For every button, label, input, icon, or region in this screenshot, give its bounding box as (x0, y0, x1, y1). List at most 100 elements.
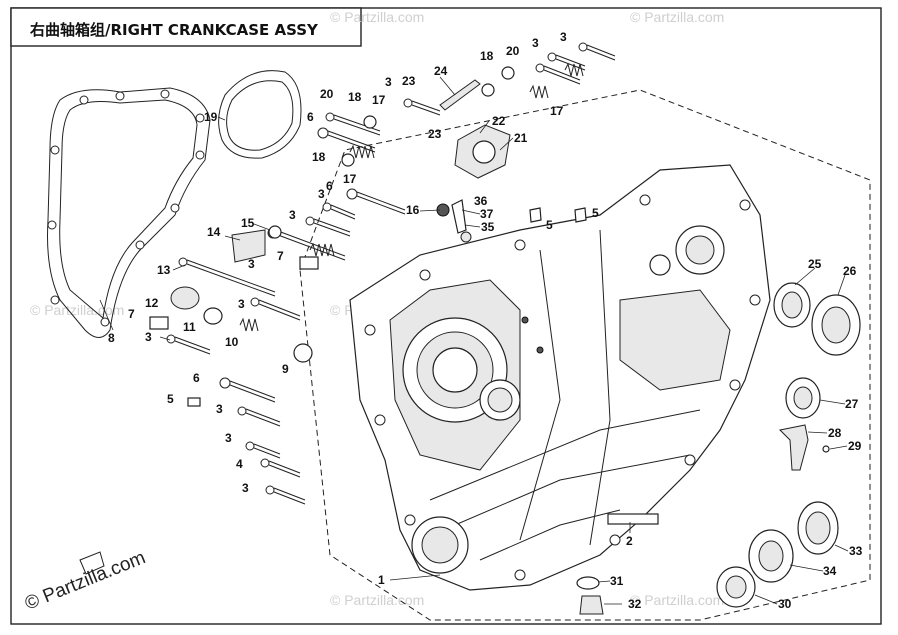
callout-label: 5 (592, 206, 599, 220)
label-plate-2 (607, 513, 659, 525)
bolt (305, 216, 351, 237)
washer-18c (481, 83, 495, 97)
bolt (237, 406, 281, 427)
callout-label: 30 (778, 597, 792, 611)
callout-label: 5 (167, 392, 174, 406)
watermark-text: © Partzilla.com (630, 9, 724, 25)
callout-label: 18 (312, 150, 326, 164)
callout-label: 26 (843, 264, 857, 278)
bolt (535, 63, 581, 85)
guide-28 (778, 424, 809, 471)
callout-label: 35 (481, 220, 495, 234)
pin-5c (574, 207, 587, 223)
callout-label: 37 (480, 207, 494, 221)
bolt (250, 297, 301, 321)
seal-25-inner (781, 291, 803, 319)
cover-gasket-8-inner (59, 99, 198, 319)
callout-label: 21 (514, 131, 528, 145)
dowel-7b (299, 256, 319, 270)
bolt (547, 52, 586, 71)
bolt (178, 257, 276, 297)
callout-label: 3 (560, 30, 567, 44)
callout-label: 3 (385, 75, 392, 89)
callout-label: 18 (480, 49, 494, 63)
plate-24 (439, 79, 481, 111)
callout-label: 17 (550, 104, 564, 118)
callout-label: 31 (610, 574, 624, 588)
bolt (219, 377, 276, 403)
callout-label: 16 (406, 203, 420, 217)
washer-18 (363, 115, 377, 129)
washer-31 (576, 576, 600, 590)
callout-label: 3 (238, 297, 245, 311)
callout-label: 18 (348, 90, 362, 104)
bolt (265, 485, 306, 505)
callout-label: 34 (823, 564, 837, 578)
bearings (716, 282, 861, 608)
title-box (10, 7, 362, 47)
brand-text: © Partzilla.com (22, 547, 149, 614)
gasket-19-inner (226, 80, 294, 151)
callout-label: 12 (145, 296, 159, 310)
callout-label: 33 (849, 544, 863, 558)
washer-20 (501, 66, 515, 80)
bolt (578, 42, 616, 61)
pin-5 (187, 397, 201, 407)
springs (239, 62, 584, 332)
callout-label: 9 (282, 362, 289, 376)
seal-33-inner (805, 511, 831, 545)
callout-label: 15 (241, 216, 255, 230)
pin-5b (529, 207, 542, 223)
cover-gasket-8 (47, 87, 211, 338)
callout-label: 3 (532, 36, 539, 50)
right-crankcase-1 (349, 164, 771, 591)
callout-label: 3 (225, 431, 232, 445)
callout-label: 24 (434, 64, 448, 78)
callout-label: 23 (428, 127, 442, 141)
callout-label: 20 (320, 87, 334, 101)
callout-label: 6 (326, 179, 333, 193)
dowel-7 (149, 316, 169, 330)
diagram-title: 右曲轴箱组/RIGHT CRANKCASE ASSY (30, 21, 319, 39)
brand-mark: © Partzilla.com (22, 547, 149, 614)
oring-11 (203, 307, 223, 325)
watermark-text: © Partzilla.com (330, 592, 424, 608)
callout-label: 36 (474, 194, 488, 208)
bolt-15 (268, 225, 282, 239)
bolt-29 (822, 445, 830, 453)
watermark-text: © Partzilla.com (330, 9, 424, 25)
callout-label: 17 (343, 172, 357, 186)
assembly-boundary (299, 89, 871, 621)
bearing-34-inner (758, 540, 784, 572)
callout-label: 25 (808, 257, 822, 271)
callout-label: 3 (145, 330, 152, 344)
callout-label: 7 (128, 307, 135, 321)
callout-label: 3 (248, 257, 255, 271)
callout-labels: 1 2 3 3 3 3 3 3 3 3 3 3 4 3 5 5 5 6 6 6 … (108, 30, 863, 611)
callout-label: 6 (307, 110, 314, 124)
bolt (317, 127, 376, 153)
gear-12 (170, 286, 200, 310)
fitting-36 (451, 199, 467, 234)
ball-9 (293, 343, 313, 363)
callout-label: 23 (402, 74, 416, 88)
callout-label: 28 (828, 426, 842, 440)
callout-label: 32 (628, 597, 642, 611)
bolt (322, 202, 356, 220)
bolt (245, 441, 281, 459)
callout-label: 13 (157, 263, 171, 277)
callout-label: 3 (318, 187, 325, 201)
gasket-19 (218, 70, 302, 159)
watermark-text: © Partzilla.com (30, 302, 124, 318)
callout-label: 8 (108, 331, 115, 345)
callout-label: 14 (207, 225, 221, 239)
callout-label: 19 (204, 110, 218, 124)
bracket-14 (231, 229, 266, 263)
bearing-27-inner (793, 386, 813, 410)
callout-label: 7 (277, 249, 284, 263)
callout-label: 3 (289, 208, 296, 222)
callout-label: 11 (183, 320, 196, 334)
nut-35 (460, 231, 472, 243)
callout-label: 6 (193, 371, 200, 385)
